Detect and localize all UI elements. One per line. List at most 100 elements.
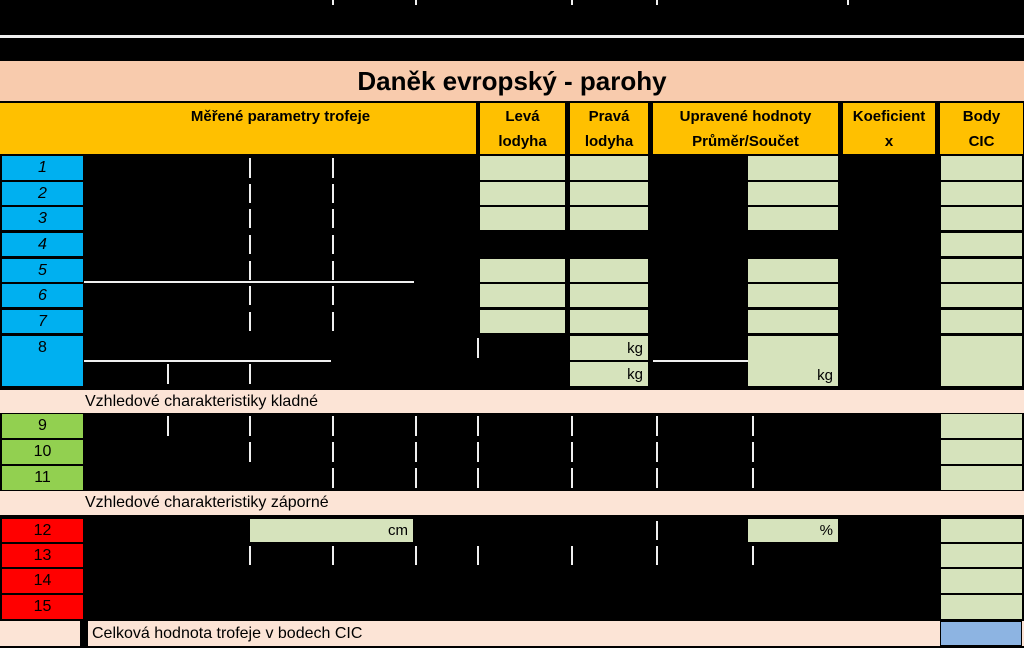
sheet-title-band: Daněk evropský - parohy [0, 61, 1024, 101]
grid-line [84, 281, 414, 283]
unit-cell-right-beam-kg-1[interactable]: kg [570, 336, 648, 360]
row-number-13: 13 [2, 544, 83, 567]
value-cell-adjusted-row1[interactable] [748, 156, 838, 180]
column-header-points-cic: Body CIC [940, 103, 1023, 154]
grid-tick [571, 442, 573, 462]
grid-tick [249, 184, 251, 203]
grid-tick [656, 468, 658, 488]
grid-tick [571, 546, 573, 565]
grid-tick [656, 0, 658, 5]
grid-tick [477, 442, 479, 462]
row-number-3: 3 [2, 207, 83, 230]
grid-tick [477, 546, 479, 565]
grid-tick [249, 261, 251, 280]
value-cell-points-cic-row12[interactable] [941, 519, 1022, 542]
value-cell-adjusted-row6[interactable] [748, 284, 838, 307]
grid-tick [332, 158, 334, 178]
value-cell-left-beam-row6[interactable] [480, 284, 565, 307]
grid-line [653, 360, 748, 362]
unit-cell-adjusted-percent[interactable]: % [748, 519, 838, 542]
value-cell-left-beam-row1[interactable] [480, 156, 565, 180]
value-cell-right-beam-row3[interactable] [570, 207, 648, 230]
grid-tick [415, 442, 417, 462]
total-points-cell[interactable] [940, 621, 1022, 646]
value-cell-points-cic-row6[interactable] [941, 284, 1022, 307]
value-cell-adjusted-row5[interactable] [748, 259, 838, 282]
column-header-left-beam: Levá lodyha [480, 103, 565, 154]
value-cell-points-cic-row13[interactable] [941, 544, 1022, 567]
value-cell-points-cic-row4[interactable] [941, 233, 1022, 256]
grid-tick [477, 416, 479, 436]
value-cell-adjusted-row3[interactable] [748, 207, 838, 230]
row-number-5: 5 [2, 259, 83, 282]
row-number-15: 15 [2, 595, 83, 619]
grid-tick [656, 521, 658, 540]
grid-tick [415, 0, 417, 5]
hidden-top-bar-1 [0, 0, 1024, 35]
value-cell-left-beam-row7[interactable] [480, 310, 565, 333]
grid-tick [249, 364, 251, 384]
grid-tick [167, 416, 169, 436]
value-cell-right-beam-row7[interactable] [570, 310, 648, 333]
grid-tick [332, 286, 334, 305]
grid-tick [571, 0, 573, 5]
value-cell-points-cic-row14[interactable] [941, 569, 1022, 593]
grid-tick [415, 416, 417, 436]
grid-line [84, 360, 331, 362]
sheet-title: Daněk evropský - parohy [357, 65, 667, 96]
value-cell-right-beam-row6[interactable] [570, 284, 648, 307]
section-positive-characteristics: Vzhledové charakteristiky kladné [0, 390, 1024, 413]
row-number-7: 7 [2, 310, 83, 333]
unit-cell-right-beam-kg-2[interactable]: kg [570, 362, 648, 386]
value-cell-points-cic-row5[interactable] [941, 259, 1022, 282]
row-number-2: 2 [2, 182, 83, 205]
value-cell-left-beam-row5[interactable] [480, 259, 565, 282]
value-cell-adjusted-row2[interactable] [748, 182, 838, 205]
row-number-12: 12 [2, 519, 83, 542]
grid-tick [249, 546, 251, 565]
column-header-measured-params: Měřené parametry trofeje [0, 103, 476, 154]
row-number-8: 8 [2, 336, 83, 386]
row-number-11: 11 [2, 466, 83, 490]
row-number-9: 9 [2, 414, 83, 438]
grid-tick [249, 209, 251, 228]
grid-tick [249, 442, 251, 462]
column-header-coefficient: Koeficient x [843, 103, 935, 154]
value-cell-left-beam-row3[interactable] [480, 207, 565, 230]
grid-tick [656, 546, 658, 565]
grid-tick [332, 261, 334, 280]
total-row-divider [80, 621, 88, 646]
value-cell-left-beam-row2[interactable] [480, 182, 565, 205]
value-cell-points-cic-row7[interactable] [941, 310, 1022, 333]
row-number-10: 10 [2, 440, 83, 464]
value-cell-right-beam-row5[interactable] [570, 259, 648, 282]
grid-tick [415, 546, 417, 565]
value-cell-points-cic-row10[interactable] [941, 440, 1022, 464]
section-positive-label: Vzhledové charakteristiky kladné [85, 392, 319, 410]
value-cell-adjusted-row7[interactable] [748, 310, 838, 333]
grid-tick [571, 468, 573, 488]
grid-tick [249, 158, 251, 178]
grid-tick [332, 468, 334, 488]
value-cell-right-beam-row1[interactable] [570, 156, 648, 180]
value-cell-points-cic-row1[interactable] [941, 156, 1022, 180]
row-number-6: 6 [2, 284, 83, 307]
unit-cell-length-cm[interactable]: cm [250, 519, 413, 542]
row-number-1: 1 [2, 156, 83, 180]
grid-tick [332, 209, 334, 228]
value-cell-points-cic-row15[interactable] [941, 595, 1022, 619]
value-cell-points-cic-row2[interactable] [941, 182, 1022, 205]
total-label: Celková hodnota trofeje v bodech CIC [92, 624, 363, 642]
column-header-right-beam: Pravá lodyha [570, 103, 648, 154]
value-cell-right-beam-row2[interactable] [570, 182, 648, 205]
grid-tick [332, 235, 334, 254]
grid-tick [752, 468, 754, 488]
unit-cell-adjusted-kg[interactable]: kg [748, 336, 838, 386]
grid-tick [477, 338, 479, 358]
row-number-4: 4 [2, 233, 83, 256]
value-cell-points-cic-row11[interactable] [941, 466, 1022, 490]
value-cell-points-cic-row3[interactable] [941, 207, 1022, 230]
value-cell-points-cic-row9[interactable] [941, 414, 1022, 438]
value-cell-points-cic-row8[interactable] [941, 336, 1022, 386]
